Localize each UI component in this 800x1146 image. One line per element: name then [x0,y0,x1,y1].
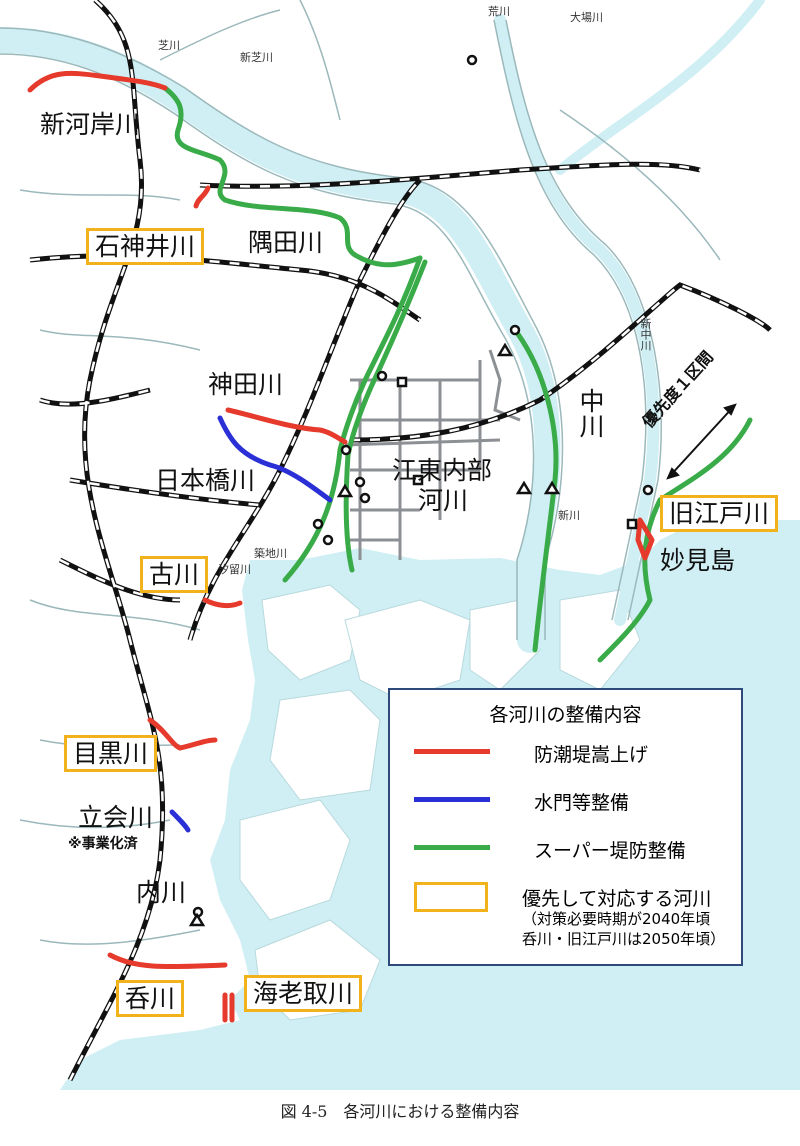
label-kanda: 神田川 [208,370,284,399]
label-shinkashi: 新河岸川 [40,110,141,139]
label-shiba: 芝川 [158,39,180,52]
label-sumida: 隅田川 [248,228,324,257]
legend-item-gate: 水門等整備 [414,782,734,818]
legend-swatch-red [414,749,490,754]
legend-note-line1: （対策必要時期が2040年頃 [522,910,711,928]
figure-caption: 図 4-5 各河川における整備内容 [280,1102,520,1121]
legend-swatch-green [414,845,490,850]
railways [29,0,772,1082]
label-tachiai-note: ※事業化済 [68,836,138,852]
facility-markers [188,54,654,927]
label-nihonbashi: 日本橋川 [155,466,256,495]
label-shinnaka: 新中川 [639,318,652,351]
legend-label-gate: 水門等整備 [534,792,630,814]
label-meguro: 目黒川 [64,735,158,772]
river-channels [0,0,765,653]
label-koto-inner-2: 河川 [418,486,469,515]
legend-swatch-blue [414,797,490,802]
label-shiodome: 汐留川 [218,563,251,576]
legend-label-seawall: 防潮堤嵩上げ [534,744,649,766]
label-shinshiba: 新芝川 [240,51,273,64]
seawall-raise-lines [27,70,655,1023]
label-tachiai: 立会川 [78,803,154,832]
legend-item-seawall: 防潮堤嵩上げ [414,734,734,770]
label-uchi: 内川 [136,878,187,907]
label-ebitori: 海老取川 [244,975,363,1012]
label-kyuedo: 旧江戸川 [660,495,779,532]
label-shakujii: 石神井川 [86,228,205,265]
priority-arrow [666,403,737,480]
legend-title: 各河川の整備内容 [489,704,642,726]
label-ara: 荒川 [488,5,510,18]
label-kaga: 呑川 [116,980,185,1017]
legend-item-superlevee: スーパー堤防整備 [414,830,734,866]
legend-item-priority: 優先して対応する河川 （対策必要時期が2040年頃 呑川・旧江戸川は2050年頃… [414,878,734,958]
label-naka: 中川 [576,388,605,438]
label-myoken: 妙見島 [660,546,736,575]
legend-label-priority: 優先して対応する河川 [522,888,712,910]
legend-label-superlevee: スーパー堤防整備 [534,840,686,862]
label-furu: 古川 [140,556,209,593]
label-oba: 大場川 [570,11,603,24]
legend-note-line2: 呑川・旧江戸川は2050年頃） [522,930,726,948]
label-shin: 新川 [558,509,580,522]
label-tsukiji: 築地川 [254,547,287,560]
koto-inner-canals [344,349,521,560]
gate-lines [169,415,333,833]
legend-swatch-priority [414,882,488,912]
legend: 各河川の整備内容 防潮堤嵩上げ 水門等整備 スーパー堤防整備 優先して対応する河… [388,688,743,966]
label-koto-inner-1: 江東内部 [392,456,493,485]
